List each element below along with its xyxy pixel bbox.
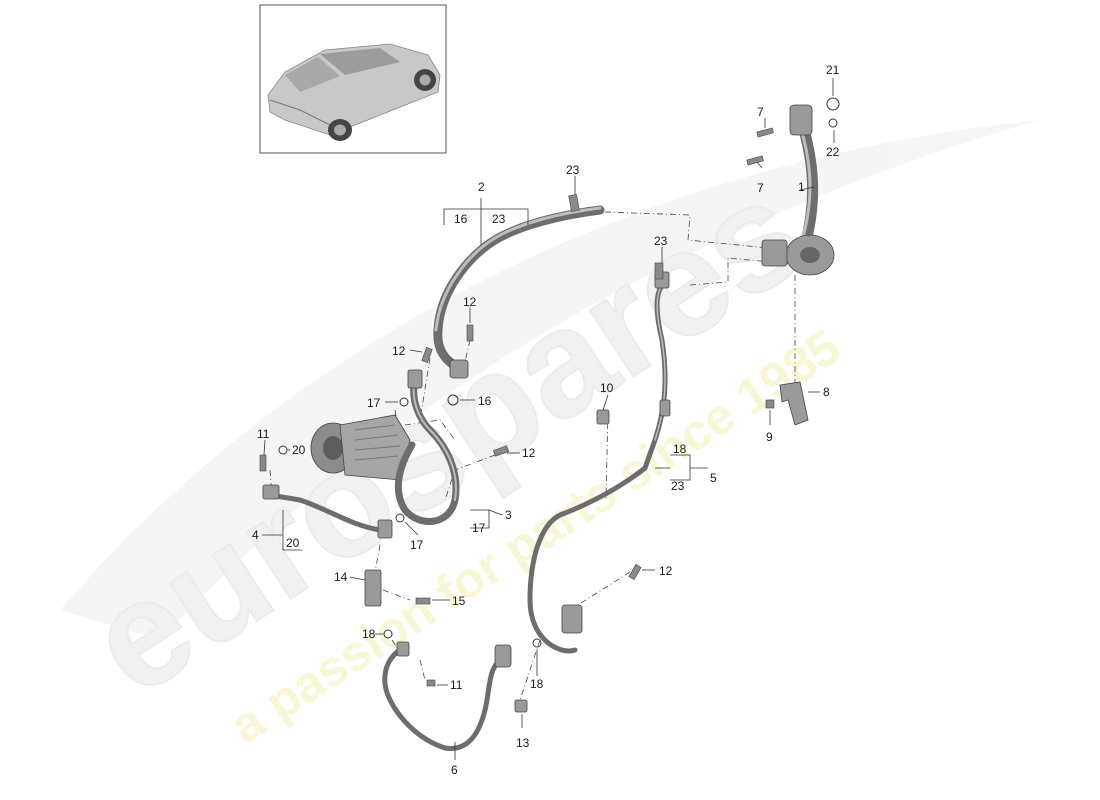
callout-labels: 1 2 16 23 23 23 21 22 7 7 12 12 12 12 16… (252, 63, 840, 777)
callout-9[interactable]: 9 (766, 430, 773, 444)
callout-23-right[interactable]: 23 (654, 234, 668, 248)
seal-21 (826, 97, 840, 111)
callout-13[interactable]: 13 (516, 736, 530, 750)
nut-13 (514, 699, 528, 713)
refrigerant-line-3 (394, 369, 460, 525)
seal-18b (532, 638, 542, 648)
callout-1[interactable]: 1 (798, 180, 805, 194)
callout-20-a[interactable]: 20 (292, 443, 306, 457)
refrigerant-line-2 (433, 205, 605, 379)
callout-3[interactable]: 3 (505, 508, 512, 522)
callout-6[interactable]: 6 (451, 763, 458, 777)
clamp-10 (596, 409, 610, 425)
watermark-swoosh (60, 120, 1040, 640)
callout-7-lower[interactable]: 7 (757, 181, 764, 195)
callout-16[interactable]: 16 (478, 394, 492, 408)
seal-17 (395, 513, 405, 523)
refrigerant-line-4 (262, 484, 393, 539)
refrigerant-line-1 (761, 104, 835, 276)
callout-12-a[interactable]: 12 (463, 295, 477, 309)
seal-18 (383, 629, 393, 639)
vehicle-thumbnail (259, 4, 447, 154)
callout-23-upper[interactable]: 23 (566, 163, 580, 177)
seal-20 (278, 445, 288, 455)
callout-18-b[interactable]: 18 (530, 677, 544, 691)
callout-23-bracket[interactable]: 23 (492, 212, 506, 226)
pressure-switch-14 (364, 569, 382, 607)
callout-15[interactable]: 15 (452, 594, 466, 608)
callout-2[interactable]: 2 (478, 180, 485, 194)
callout-18-a[interactable]: 18 (362, 627, 376, 641)
callout-23-bracket-b[interactable]: 23 (671, 479, 685, 493)
callout-10[interactable]: 10 (600, 381, 614, 395)
callout-16-top[interactable]: 16 (454, 212, 468, 226)
seal-16 (447, 394, 459, 406)
callout-17-b[interactable]: 17 (410, 538, 424, 552)
car-suv-icon (267, 43, 441, 141)
callout-7-upper[interactable]: 7 (757, 105, 764, 119)
callout-12-c[interactable]: 12 (522, 446, 536, 460)
callout-4[interactable]: 4 (252, 528, 259, 542)
callout-20-bracket[interactable]: 20 (286, 536, 300, 550)
callout-8[interactable]: 8 (823, 385, 830, 399)
callout-17-bracket[interactable]: 17 (472, 521, 486, 535)
callout-11-b[interactable]: 11 (450, 678, 463, 692)
callout-17-a[interactable]: 17 (367, 396, 381, 410)
callout-11-a[interactable]: 11 (257, 427, 270, 441)
callout-12-d[interactable]: 12 (659, 564, 673, 578)
callout-21[interactable]: 21 (826, 63, 840, 77)
seal-17b (399, 397, 409, 407)
bolts (259, 127, 775, 687)
callout-5[interactable]: 5 (710, 471, 717, 485)
ac-compressor (310, 414, 411, 481)
bracket-8 (779, 381, 809, 426)
callout-12-b[interactable]: 12 (392, 344, 406, 358)
callout-14[interactable]: 14 (334, 570, 348, 584)
refrigerant-line-6 (382, 641, 512, 751)
callout-brackets (262, 198, 708, 551)
refrigerant-lines (259, 97, 840, 751)
leader-lines (263, 78, 835, 760)
seal-22 (828, 118, 838, 128)
callout-22[interactable]: 22 (826, 145, 840, 159)
callout-18-bracket[interactable]: 18 (673, 442, 687, 456)
refrigerant-line-5 (527, 271, 671, 654)
